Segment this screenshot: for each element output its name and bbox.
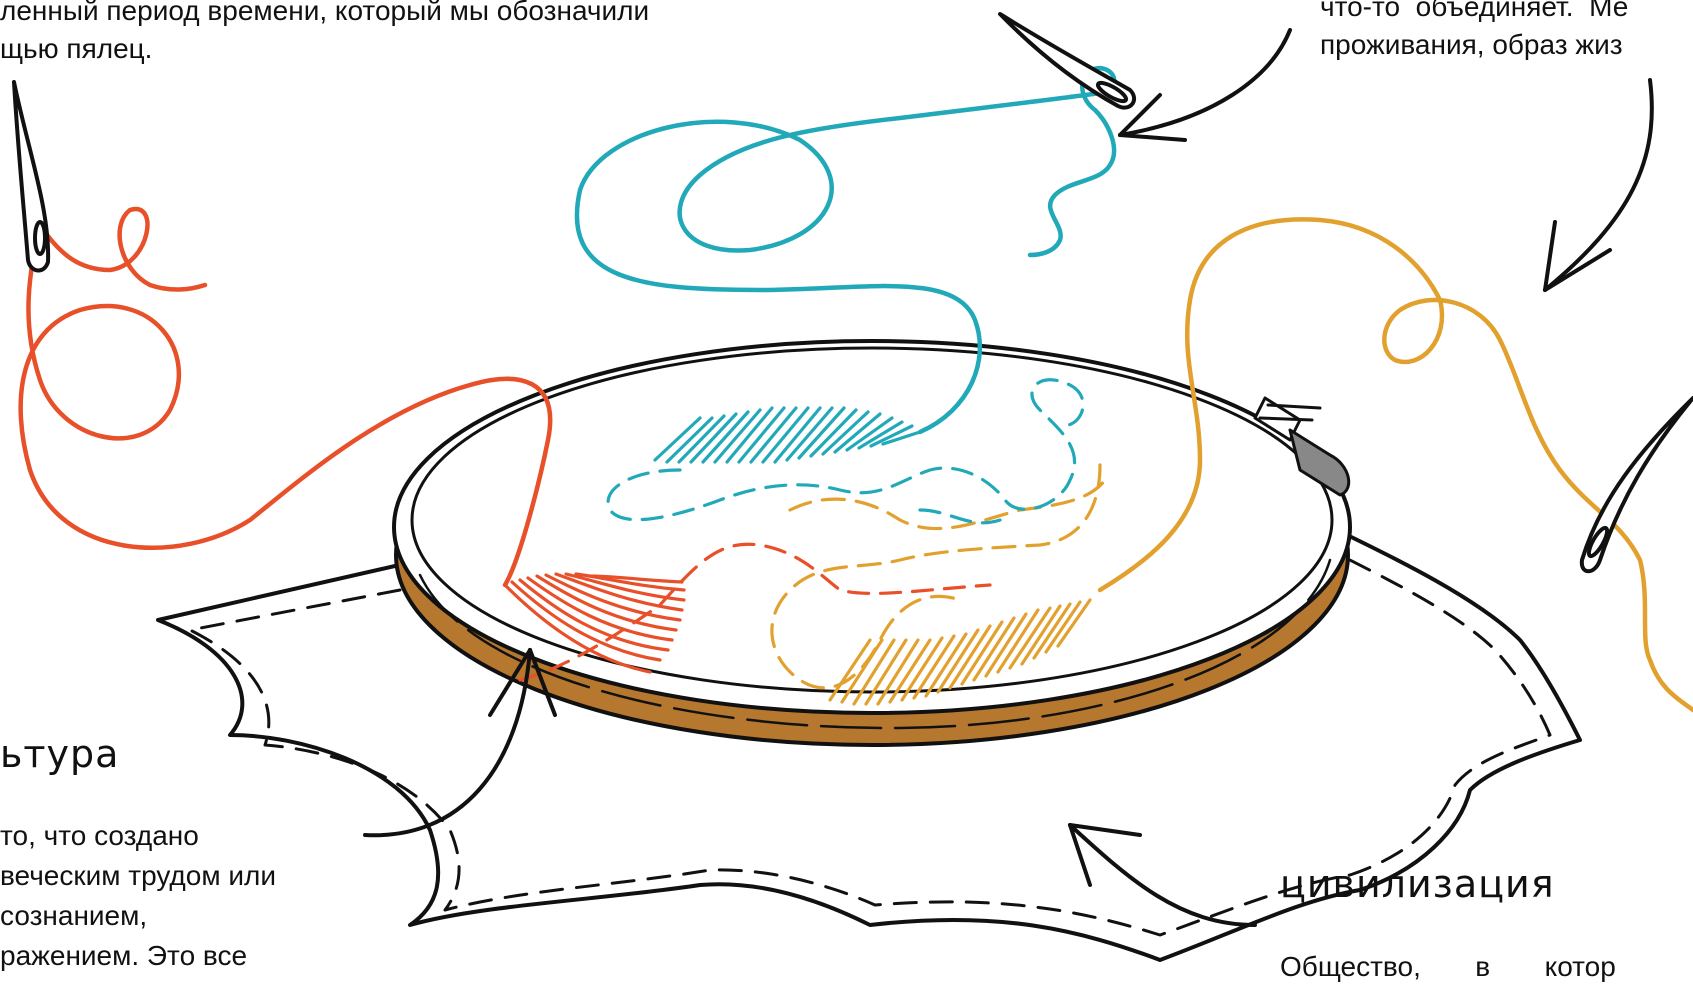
culture-heading: ьтура <box>0 732 119 776</box>
civilization-heading: цивилизация <box>1280 862 1555 906</box>
needle-left-icon <box>14 82 48 270</box>
needle-right-icon <box>1582 398 1693 571</box>
needle-top-icon <box>1000 14 1134 108</box>
culture-text-line-2: веческим трудом или <box>0 857 276 894</box>
top-right-text-line-1: что-то объединяет. Ме <box>1320 0 1628 25</box>
arrow-right-pointer <box>1545 80 1652 290</box>
culture-text-line-1: то, что создано <box>0 817 199 854</box>
top-right-text-line-2: проживания, образ жиз <box>1320 26 1623 63</box>
civilization-text-line-1: Общество, в котор <box>1280 948 1616 985</box>
culture-text-line-3: сознанием, <box>0 897 147 934</box>
arrow-top-pointer <box>1120 30 1290 140</box>
top-left-text-line-1: ленный период времени, который мы обозна… <box>0 0 649 29</box>
top-left-text-line-2: щью пялец. <box>0 30 152 67</box>
culture-text-line-4: ражением. Это все <box>0 937 247 974</box>
